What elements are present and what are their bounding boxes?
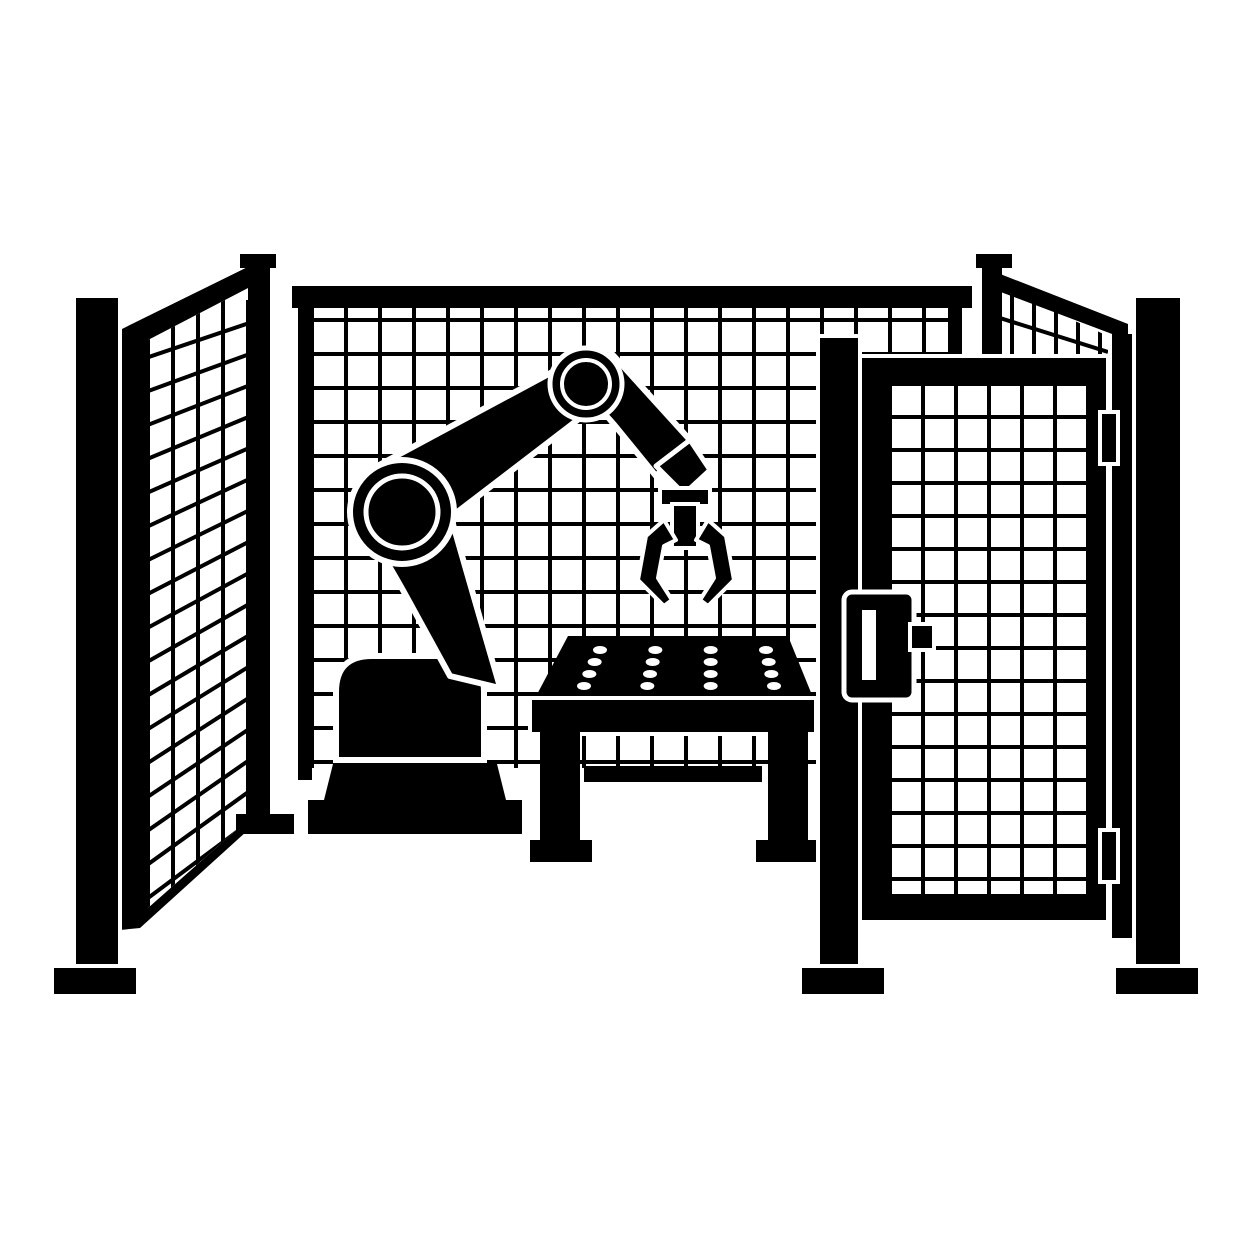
left-fence-panel: [120, 262, 268, 930]
mesh-wire: [148, 783, 250, 872]
table-hole: [643, 670, 657, 678]
table-hole: [640, 682, 655, 690]
table-hole: [764, 670, 779, 678]
mesh-wire: [148, 752, 250, 838]
gripper-icon: [636, 486, 736, 608]
work-table-icon: [528, 636, 818, 862]
gate-hinge-post: [1112, 294, 1202, 998]
gate-lock-icon: [841, 589, 936, 703]
mesh-wire: [148, 690, 250, 770]
mesh-wire: [148, 442, 250, 498]
mesh-wire: [148, 597, 250, 668]
table-hole: [703, 682, 718, 690]
table-hole: [703, 646, 718, 654]
table-holes: [577, 646, 781, 690]
table-hole: [759, 646, 773, 654]
mesh-wire: [148, 628, 250, 702]
front-left-post: [50, 294, 140, 998]
mesh-wire: [148, 349, 250, 396]
table-hole: [703, 670, 718, 678]
left-fence-mesh: [148, 300, 250, 908]
table-hole: [703, 658, 718, 666]
table-hole: [648, 646, 663, 654]
table-hole: [761, 658, 776, 666]
table-hole: [593, 646, 607, 654]
mesh-wire: [148, 504, 250, 566]
mesh-wire: [148, 318, 250, 362]
mesh-wire: [148, 473, 250, 532]
table-hole: [767, 682, 781, 690]
table-hole: [577, 682, 591, 690]
back-right-post: [976, 254, 1012, 358]
table-hole: [587, 658, 602, 666]
mesh-wire: [148, 566, 250, 634]
back-left-post: [236, 254, 294, 834]
mesh-wire: [148, 380, 250, 430]
table-hole: [582, 670, 597, 678]
mesh-wire: [148, 721, 250, 804]
mesh-wire: [148, 659, 250, 736]
robot-arm-icon: [308, 345, 713, 834]
table-hole: [645, 658, 660, 666]
mesh-wire: [148, 535, 250, 600]
mesh-wire: [1000, 316, 1108, 354]
mesh-wire: [148, 411, 250, 464]
